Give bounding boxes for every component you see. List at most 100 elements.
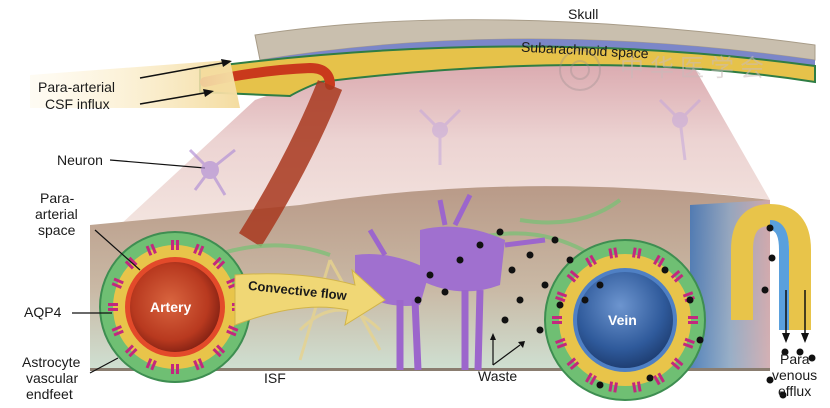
convective-flow-arrow [234,268,386,327]
aqp4-channel [653,375,661,386]
aqp4-channel [555,295,566,303]
aqp4-channel [150,360,157,371]
aqp4-channel [176,364,179,374]
para-arterial-space-label-2: arterial [35,206,78,222]
aqp4-channel [197,358,205,369]
para-arterial-space-label-1: Para- [40,190,75,206]
waste-particle [541,281,549,289]
aqp4-channel [569,270,580,279]
aqp4-channel [128,348,138,358]
aqp4-channel [212,256,222,266]
aqp4-channel [636,381,642,392]
aqp4-channel [688,321,698,324]
aqp4-channel [636,248,642,259]
aqp4-channel [556,291,568,298]
aqp4-channel [552,321,562,324]
waste-particle [526,251,534,259]
para-arterial-space-leader [94,229,141,271]
aqp4-channel [585,372,593,383]
waste-particle [556,301,564,309]
waste-particle [696,336,704,344]
waste-particle [426,271,434,279]
aqp4-channel [193,243,200,254]
waste-particle [508,266,516,274]
neuron-cell-top [188,148,236,196]
aqp4-channel [171,364,174,374]
aqp4-channel [566,357,577,367]
aqp4-channel [108,303,118,306]
waste-particle [566,256,574,264]
aqp4-channel [670,361,681,370]
aqp4-channel [176,240,179,250]
aqp4-channel [197,245,205,256]
waste-particle [581,296,589,304]
aqp4-channel [688,316,698,319]
astrocyte-label-2: vascular [26,370,79,386]
aqp4-channel [556,342,568,349]
aqp4-channel [216,260,226,270]
influx-arrow-bottom [139,91,211,105]
subarachnoid-layer [199,45,816,98]
penetrating-artery [238,80,343,247]
waste-particle [441,288,449,296]
efflux-vein-lumen [769,220,789,330]
neuron-leader-line [109,159,206,169]
efflux-label-3: efflux [778,383,812,399]
waste-particle [501,316,509,324]
aqp4-channel [632,382,637,393]
neuron-cell-top-2 [418,108,462,165]
aqp4-channel [171,240,174,250]
artery-label: Artery [150,299,192,315]
astrocyte-leader [89,357,119,374]
vein-cross-section [544,239,706,401]
aqp4-channel [657,372,665,383]
aqp4-channel [569,361,580,370]
aqp4-channel [555,337,566,345]
waste-particle [766,224,774,232]
aqp4-channel [657,257,665,268]
aqp4-label: AQP4 [24,304,62,320]
waste-particle [779,391,787,399]
neuron-cell-top-3 [658,98,702,161]
aqp4-channel [145,245,153,256]
influx-label-line2: CSF influx [45,96,110,112]
waste-particle [476,241,484,249]
aqp4-channel [682,342,694,349]
aqp4-channel [682,291,694,298]
arrowhead-icon [221,59,232,67]
waste-particle [796,348,804,356]
waste-particle [536,326,544,334]
arrowhead-icon [203,89,214,97]
waste-label: Waste [478,368,518,384]
paravenous-vein [731,203,811,330]
waste-particle [596,381,604,389]
skull-label: Skull [568,6,599,22]
efflux-label-1: Para- [780,351,815,367]
aqp4-channels-vein [552,247,698,393]
waste-particle [414,296,422,304]
waste-particle [456,256,464,264]
watermark-seal [559,49,601,91]
waste-leader-2 [492,344,521,366]
aqp4-channel [111,282,122,289]
waste-particle [768,254,776,262]
para-arterial-space-label-3: space [38,222,76,238]
aqp4-channel [226,329,237,337]
aqp4-channel [632,247,637,258]
waste-particle [646,374,654,382]
waste-particle [808,354,816,362]
arrowhead-icon [518,341,525,348]
waste-particle [686,296,694,304]
aqp4-channel [113,277,124,285]
waste-particle [761,286,769,294]
neuron-label: Neuron [57,152,103,168]
watermark-text: 中华医学会 [620,54,770,82]
aqp4-channel [585,257,593,268]
astrocyte-label-1: Astrocyte [22,354,81,370]
waste-particle [661,266,669,274]
aqp4-channel [608,381,614,392]
waste-particle [596,281,604,289]
aqp4-channel [111,325,122,332]
block-bottom-edge [90,368,770,371]
waste-particle [766,376,774,384]
